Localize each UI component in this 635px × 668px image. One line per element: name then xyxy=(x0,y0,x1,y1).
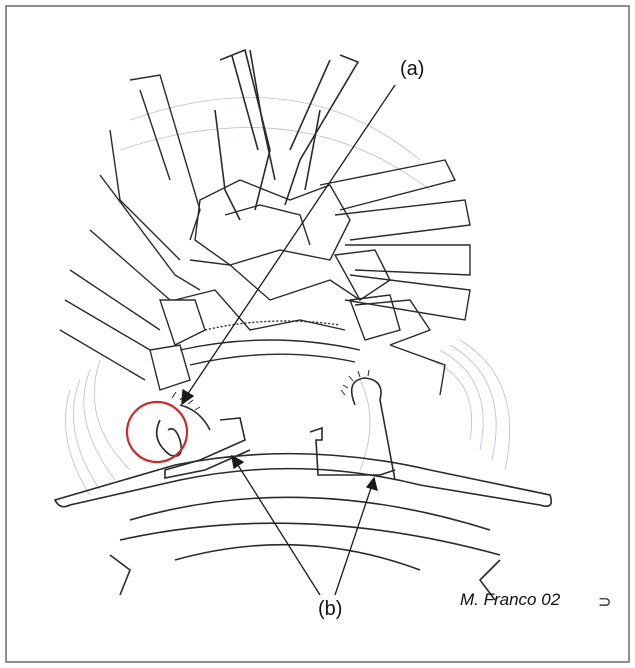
arrows-b xyxy=(232,456,377,595)
left-appendages xyxy=(60,75,205,390)
lower-body xyxy=(55,454,551,600)
figure-border xyxy=(6,6,629,662)
head-plates xyxy=(175,180,360,365)
credit-mark: ⊃ xyxy=(598,592,611,612)
author-credit: M. Franco 02 xyxy=(460,590,560,610)
right-palp xyxy=(341,370,395,480)
jaws xyxy=(215,50,358,220)
label-b: (b) xyxy=(318,598,342,621)
faint-background-lines xyxy=(66,98,510,496)
label-a: (a) xyxy=(400,58,424,81)
